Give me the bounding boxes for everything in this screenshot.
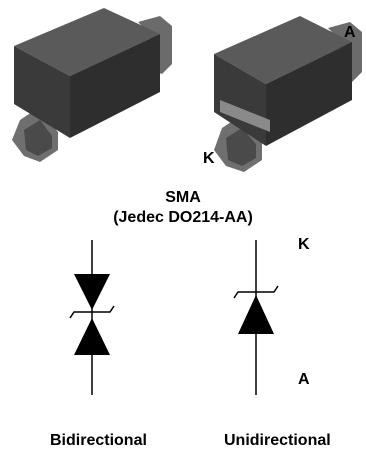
package-illustrations (12, 8, 362, 172)
cathode-band (220, 100, 270, 132)
lead-cathode-inner (226, 128, 256, 166)
schematic-symbols (69, 240, 279, 395)
body-top-face (14, 8, 160, 76)
unidirectional-cathode-label: K (298, 236, 310, 253)
unidirectional-zener-bar (233, 285, 279, 299)
package-title: SMA (165, 189, 201, 206)
body-right-face (70, 34, 160, 138)
unidirectional-caption: Unidirectional (224, 432, 331, 449)
package-subtitle: (Jedec DO214-AA) (113, 209, 253, 226)
unidirectional-triangle (238, 295, 274, 334)
unidirectional-tvs-symbol (233, 240, 279, 395)
body-top-face (214, 16, 352, 84)
sma-package-right (214, 16, 362, 172)
sma-package-left (12, 8, 172, 162)
body-front-face (14, 46, 70, 138)
body-right-face (266, 42, 352, 146)
anode-label-package: A (344, 24, 356, 41)
bidirectional-zener-bar (69, 305, 115, 319)
bidirectional-tvs-symbol (69, 240, 115, 395)
cathode-label-package: K (203, 150, 215, 167)
unidirectional-anode-label: A (298, 371, 310, 388)
bidirectional-upper-triangle (74, 274, 110, 310)
bidirectional-lower-triangle (74, 318, 110, 355)
bidirectional-caption: Bidirectional (50, 432, 147, 449)
lead-bottom-inner (24, 120, 52, 156)
